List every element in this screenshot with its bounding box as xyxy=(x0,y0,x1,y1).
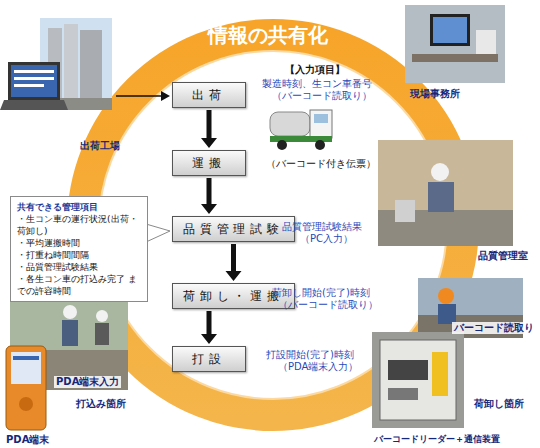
annotation-label: 品質管理室 xyxy=(478,250,528,262)
annotation-label: 荷卸し箇所 xyxy=(474,398,524,410)
flow-arrow xyxy=(226,244,242,281)
annotation-label: PDA端末入力 xyxy=(54,376,121,388)
flow-arrow xyxy=(201,311,217,344)
process-box: 運搬 xyxy=(172,150,246,176)
quality-room-photo xyxy=(378,140,513,246)
box-label: 運搬 xyxy=(192,156,226,170)
flow-arrow xyxy=(201,178,217,214)
callout-item: ・各生コン車の打込み完了 までの許容時間 xyxy=(17,273,141,297)
annotation-label: 出荷工場 xyxy=(80,140,120,152)
callout-item: ・品質管理試験結果 xyxy=(17,261,141,273)
box-label: 出荷 xyxy=(192,88,226,102)
annotation-label: 現場事務所 xyxy=(410,88,460,100)
pour-site-photo xyxy=(10,290,128,390)
process-box: 出荷 xyxy=(172,82,246,108)
box-label: 品質管理試験 xyxy=(183,222,284,236)
callout-item: ・平均運搬時間 xyxy=(17,237,141,249)
annotation-label: （バーコード読取り） xyxy=(272,90,372,102)
callout-item: ・打重ね時間間隔 xyxy=(17,249,141,261)
callout-box: 共有できる管理項目・生コン車の運行状況(出荷・荷卸し)・平均運搬時間・打重ね時間… xyxy=(10,196,148,302)
laptop xyxy=(0,62,68,110)
annotation-label: （PC入力） xyxy=(300,233,353,245)
flow-arrow xyxy=(201,110,217,148)
mixer-truck xyxy=(270,110,332,150)
annotation-label: バーコードリーダー＋通信装置 xyxy=(374,433,500,445)
annotation-label: 打設開始(完了)時刻 xyxy=(266,349,354,361)
callout-pointer xyxy=(146,224,170,242)
box-label: 打設 xyxy=(192,352,226,366)
callout-heading: 共有できる管理項目 xyxy=(17,201,141,213)
annotation-label: （PDA端末入力） xyxy=(278,361,358,373)
annotation-label: （バーコード付き伝票） xyxy=(266,158,376,170)
barcode-device-photo xyxy=(372,332,464,428)
annotation-label: 【入力項目】 xyxy=(285,64,345,76)
annotation-label: 打込み箇所 xyxy=(76,398,126,410)
pda-device xyxy=(6,346,46,430)
diagram-title: 情報の共有化 xyxy=(208,23,328,47)
annotation-label: バーコード読取り xyxy=(452,322,536,334)
callout-item: ・生コン車の運行状況(出荷・荷卸し) xyxy=(17,213,141,237)
process-box: 打設 xyxy=(172,346,246,372)
office-photo xyxy=(405,5,505,83)
process-box: 品質管理試験 xyxy=(172,216,295,242)
annotation-label: 荷卸し開始(完了)時刻 xyxy=(272,287,370,299)
annotation-label: （バーコード読取り） xyxy=(278,299,378,311)
annotation-label: PDA端末 xyxy=(6,434,49,446)
box-label: 荷卸し・運搬 xyxy=(183,289,284,303)
annotation-label: 製造時刻、生コン車番号 xyxy=(262,78,372,90)
annotation-label: 品質管理試験結果 xyxy=(282,221,362,233)
